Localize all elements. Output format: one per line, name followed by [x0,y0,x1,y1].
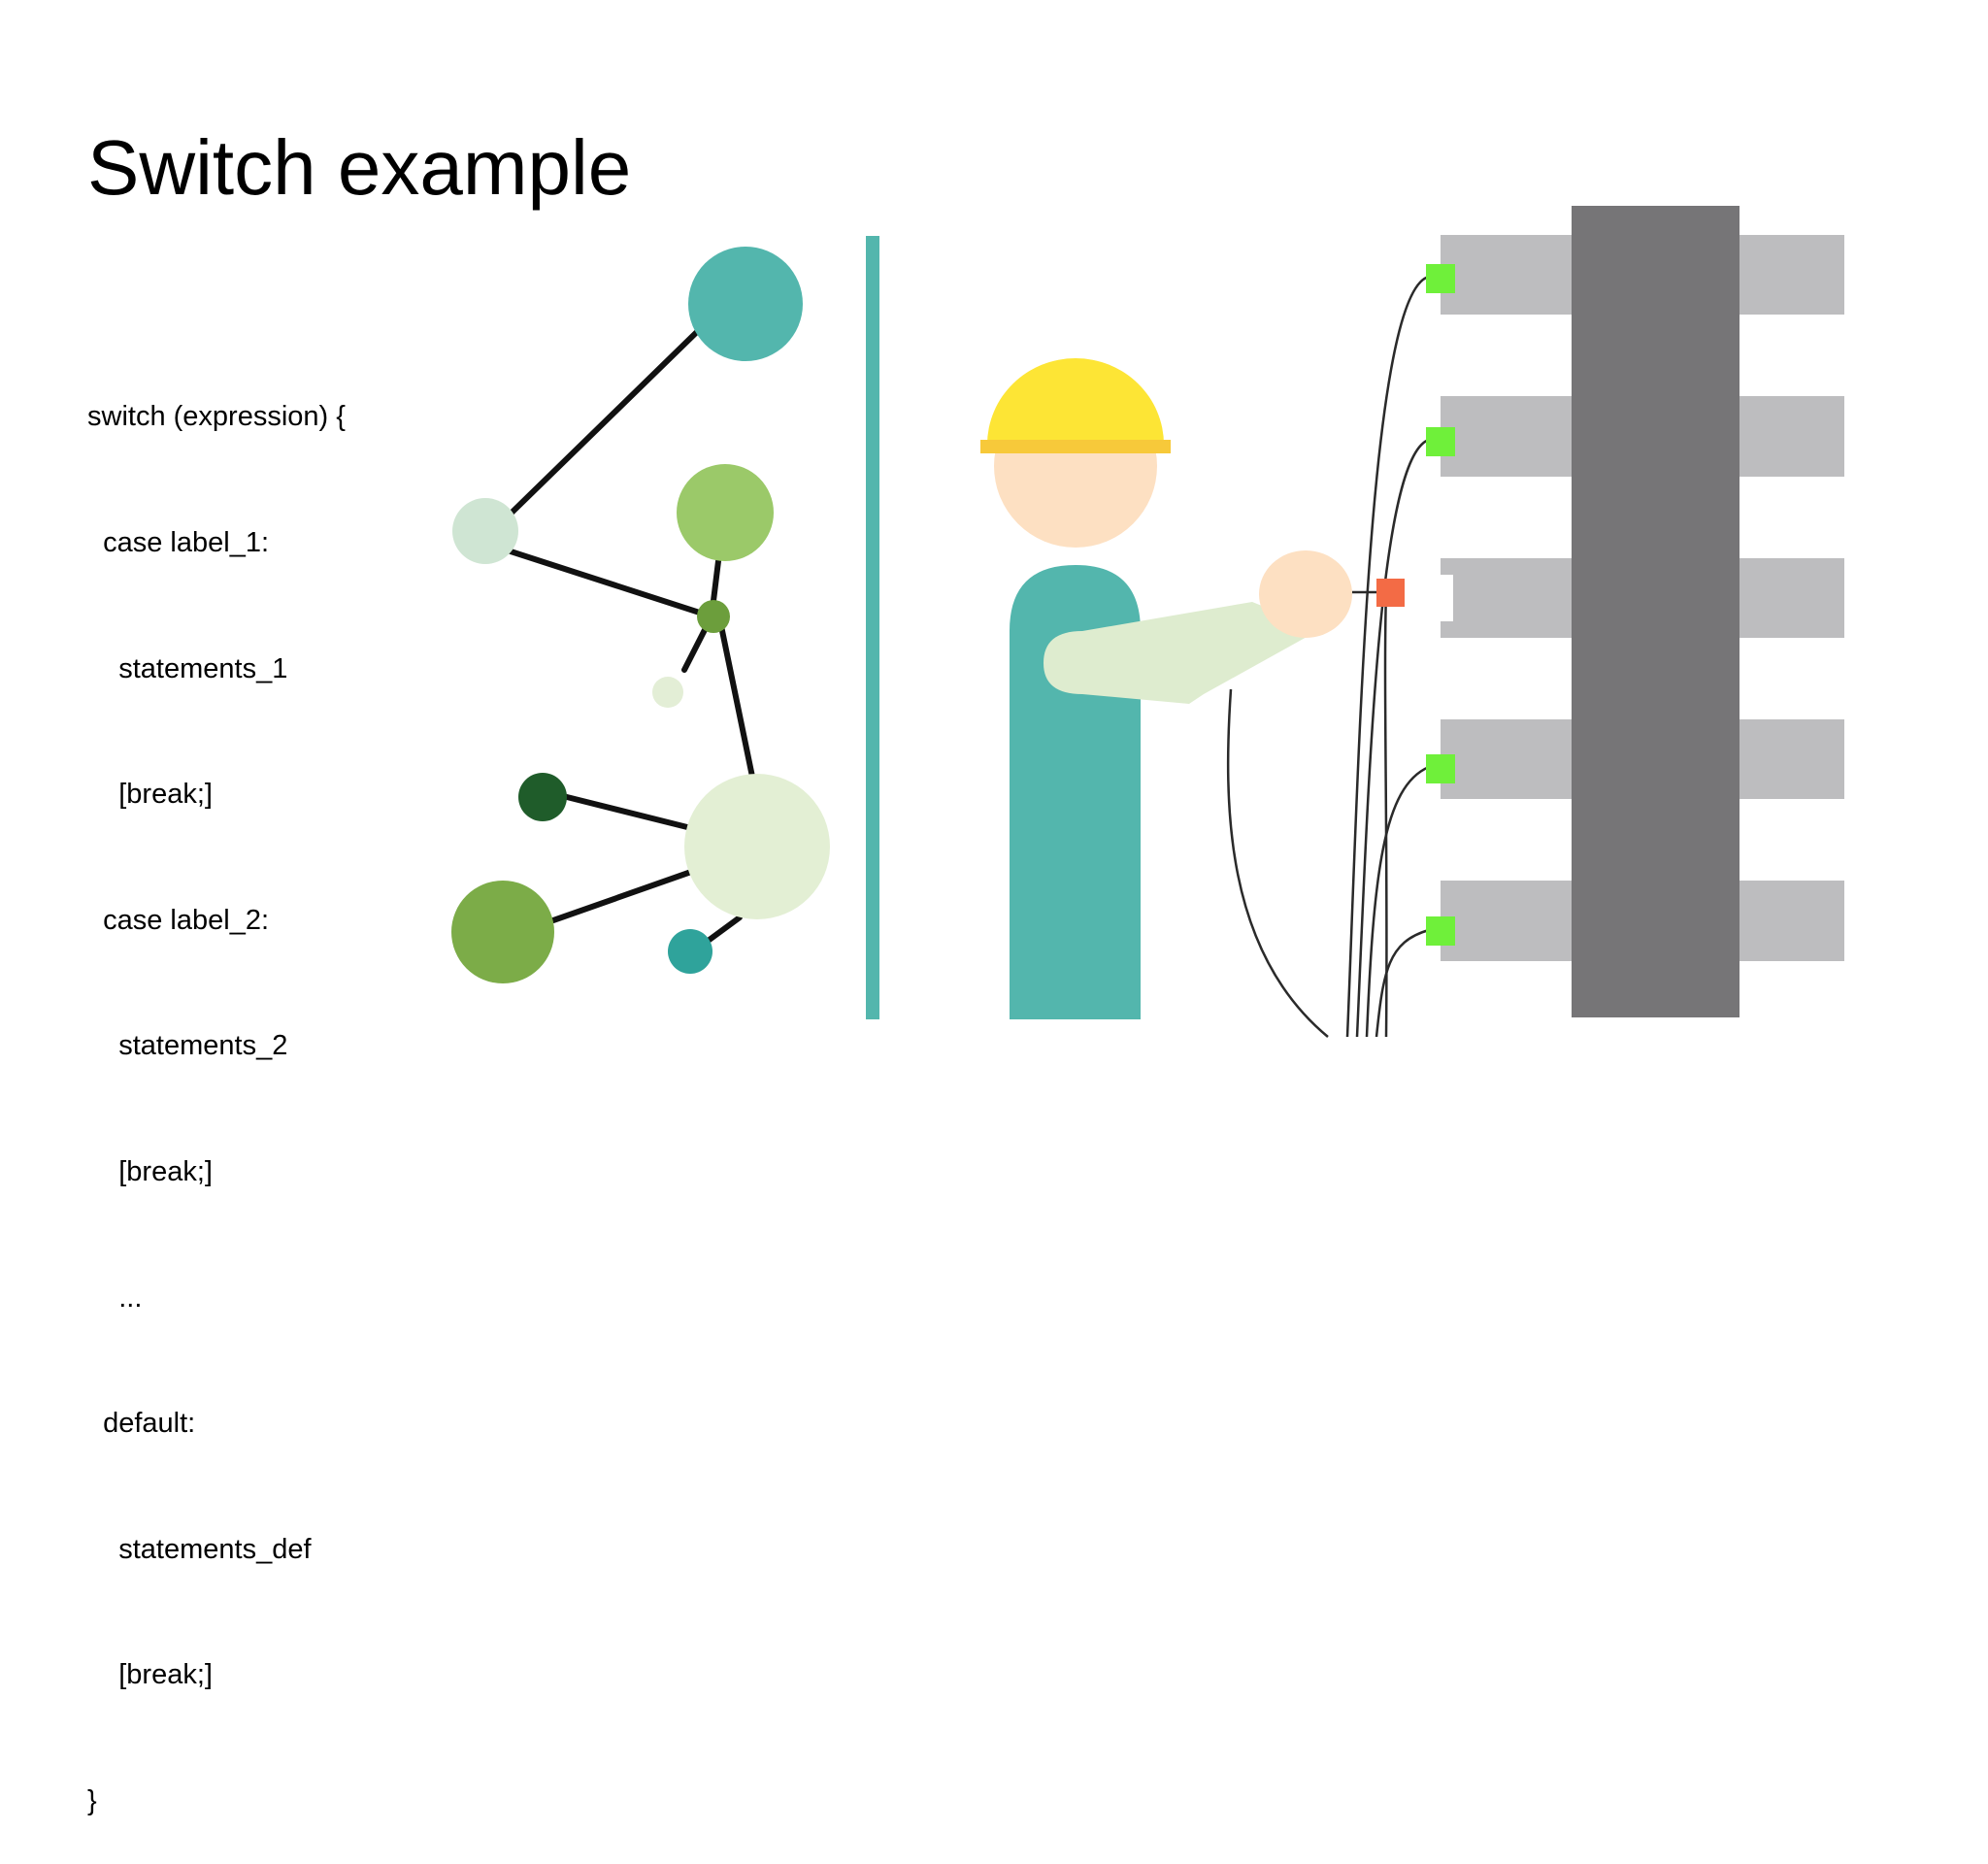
slide-title: Switch example [87,124,632,211]
code-line: statements_2 [87,1030,288,1062]
switch-column [1572,206,1740,1017]
code-line: [break;] [87,1155,213,1187]
port-selected [1376,579,1405,607]
code-line: case label_1: [87,527,270,558]
code-line: case label_2: [87,904,270,936]
graph-node [697,600,730,633]
graph-node [677,464,774,561]
code-line: statements_def [87,1533,312,1565]
switchboard-icon [1345,206,1844,1038]
code-line: switch (expression) { [87,401,346,433]
code-line: } [87,1784,97,1816]
graph-node [684,774,830,919]
worker-icon [980,358,1352,1038]
graph-node [518,773,567,821]
code-line: [break;] [87,1659,213,1691]
graph-node [668,929,712,974]
graph-node [652,677,683,708]
code-line: default: [87,1408,196,1440]
code-line: ... [87,1282,143,1314]
port-active [1426,427,1455,456]
graph-node [688,247,803,361]
code-line: statements_1 [87,652,288,684]
port-active [1426,264,1455,293]
code-line: [break;] [87,779,213,811]
divider-line [866,236,879,1019]
port-active [1426,754,1455,783]
graph-node [452,498,518,564]
network-graph-icon [451,247,830,983]
port-active [1426,916,1455,946]
graph-node [451,881,554,983]
switchboard-illustration [451,206,1844,1038]
